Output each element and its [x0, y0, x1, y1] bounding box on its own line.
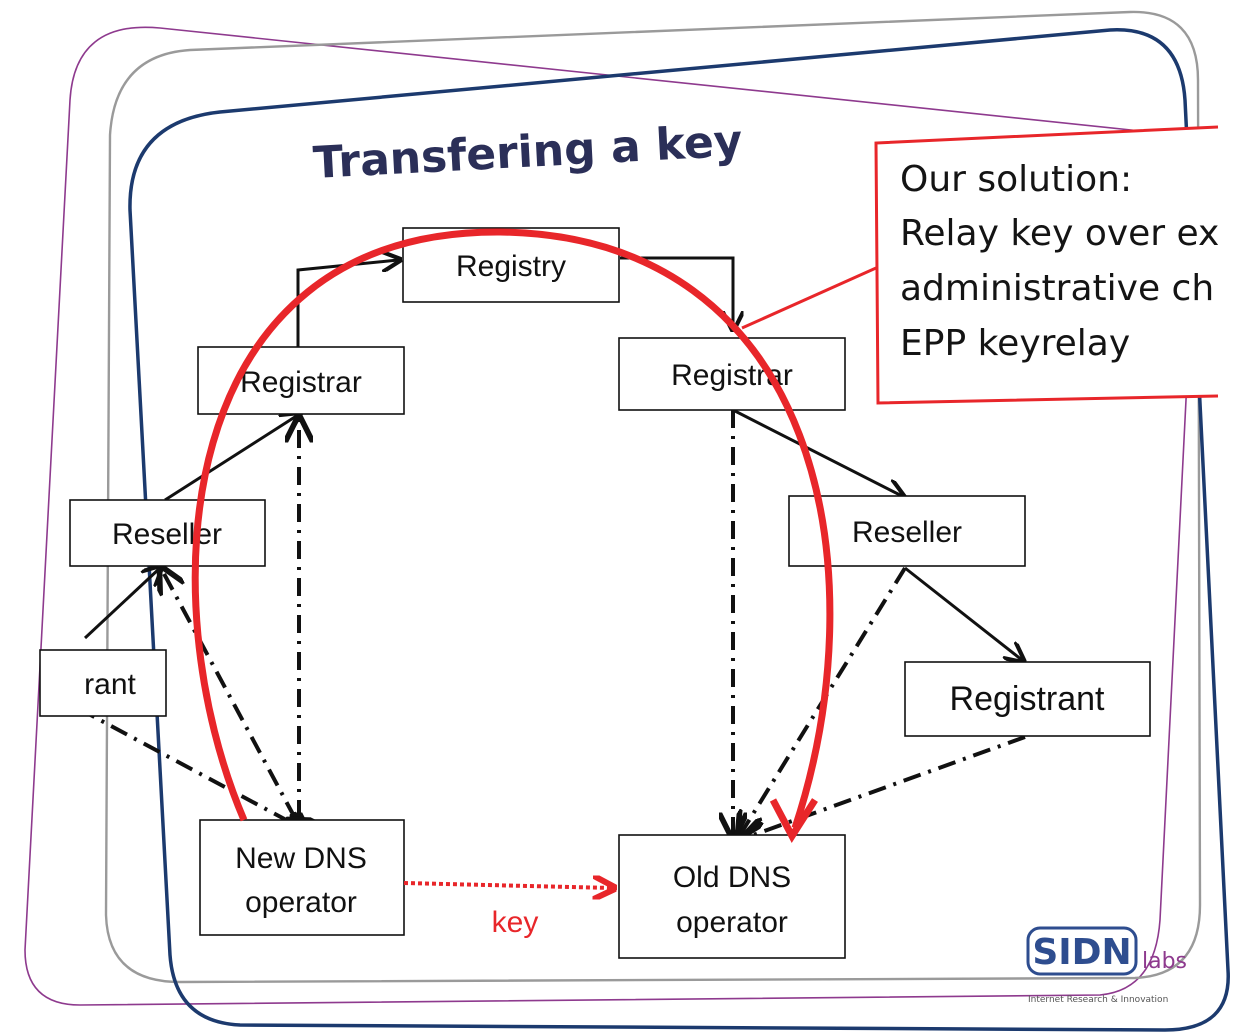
registrant-right-label: Registrant [950, 680, 1106, 718]
new-dns-label-line1: New DNS [235, 842, 367, 875]
key-label: key [492, 906, 539, 939]
relay-arc [191, 228, 834, 830]
registrar-left-box [197, 346, 405, 415]
relay-arc-head [769, 798, 818, 843]
old-dns-label-line2: operator [676, 906, 788, 939]
callout-pointer [741, 266, 877, 330]
sidn-wordmark: SIDN [1032, 932, 1131, 973]
reseller-right-label: Reseller [852, 516, 962, 549]
solution-line-1: Our solution: [900, 159, 1132, 200]
edge-registrant-olddns-right [745, 735, 1026, 838]
reseller-left-label: Reseller [112, 518, 222, 551]
solution-line-4: EPP keyrelay [900, 323, 1130, 364]
new-dns-label-line2: operator [245, 886, 357, 919]
node-registrar-right: Registrar [618, 337, 846, 411]
node-reseller-left: Reseller [69, 499, 266, 567]
key-edge: key [403, 883, 612, 939]
edge-registrar-reseller-right [732, 408, 902, 496]
edge-newdns-reseller-left [162, 570, 295, 818]
sidn-logo: SIDN labs Internet Research & Innovation [1026, 926, 1187, 1005]
edge-newdns-registrant-left [84, 710, 290, 822]
solution-callout: Our solution: Relay key over ex administ… [741, 125, 1219, 405]
slide-title: Transfering a key [312, 116, 744, 189]
solution-box [874, 125, 1219, 405]
solid-edges [83, 256, 1022, 660]
sidn-suffix: labs [1142, 949, 1187, 974]
edge-registrant-reseller-left [83, 568, 160, 640]
registrar-left-label: Registrar [240, 366, 362, 399]
registrar-right-box [618, 337, 846, 411]
solution-line-3: administrative ch [900, 268, 1214, 309]
registrant-right-box [904, 661, 1151, 737]
node-registrant-right: Registrant [904, 661, 1151, 737]
solution-line-2: Relay key over ex [900, 213, 1219, 254]
sidn-logo-badge [1026, 926, 1138, 976]
sidn-tagline: Internet Research & Innovation [1028, 995, 1168, 1005]
registry-label: Registry [456, 250, 566, 283]
edge-registrar-registry-left [296, 260, 398, 350]
edge-reseller-registrant-right [904, 566, 1022, 660]
node-registrant-left: rant [39, 649, 167, 717]
old-dns-box [618, 834, 846, 959]
node-new-dns-operator: New DNS operator [199, 819, 405, 936]
reseller-left-box [69, 499, 266, 567]
registrant-left-label: rant [84, 668, 136, 701]
node-registrar-left: Registrar [197, 346, 405, 415]
new-dns-box [199, 819, 405, 936]
edge-registry-registrar-right [620, 256, 733, 328]
key-arrow [403, 883, 612, 888]
registrant-left-box [39, 649, 167, 717]
nodes: Registry Registrar Registrar Reseller Re… [39, 227, 1151, 959]
node-old-dns-operator: Old DNS operator [618, 834, 846, 959]
edge-reseller-registrar-left [164, 415, 298, 502]
frame-navy [128, 28, 1230, 1032]
old-dns-label-line1: Old DNS [673, 861, 791, 894]
frame-gray [104, 10, 1202, 984]
